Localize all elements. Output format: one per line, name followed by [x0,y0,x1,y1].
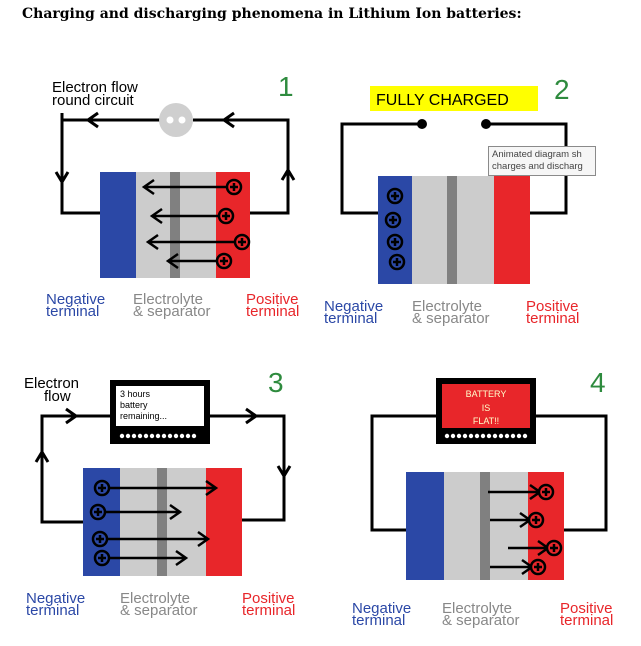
separator [447,176,457,284]
diagram-panel-3: 3 Electron flow 3 hours battery remainin… [24,367,295,619]
circuit-caption: flow [44,388,71,405]
panel-number: 3 [268,367,284,398]
laptop-screen-text: remaining... [120,411,167,421]
electrolyte-label: & separator [442,612,520,629]
laptop-screen-text: BATTERY [466,389,507,399]
switch-contact [417,119,427,129]
diagram-panel-4: 4 BATTERY IS FLAT!! Negative terminal El… [352,367,613,629]
panel-number: 2 [554,74,570,105]
positive-terminal-label: terminal [560,612,613,629]
laptop-device: 3 hours battery remaining... [110,380,210,444]
ion-group [488,483,563,576]
load-device-icon [159,103,193,137]
circuit-caption: Electron flow [52,79,138,96]
positive-terminal-label: Positive [560,600,613,617]
diagram-panel-1: 1 Electron flow round circuit Negative t… [46,71,299,320]
laptop-screen-text: IS [482,403,491,413]
electrolyte-label: & separator [133,303,211,320]
page-title: Charging and discharging phenomena in Li… [22,6,522,22]
arrow-up-icon [280,167,296,181]
positive-terminal-label: Positive [242,590,295,607]
electrolyte-label: Electrolyte [412,298,482,315]
negative-electrode [406,472,444,580]
arrow-down-icon [54,171,70,185]
electrolyte-label: Electrolyte [442,600,512,617]
negative-terminal-label: terminal [26,602,79,619]
ion-group [384,187,406,271]
panel-number: 4 [590,367,606,398]
positive-terminal-label: terminal [242,602,295,619]
arrow-right-icon [65,407,79,425]
negative-terminal-label: Negative [352,600,411,617]
tooltip-text: charges and discharg [492,161,583,172]
electrolyte-label: & separator [412,310,490,327]
electrolyte-label: & separator [120,602,198,619]
circuit-caption: round circuit [52,92,135,109]
arrow-left-icon [85,111,99,129]
arrow-up-icon [34,449,50,463]
circuit-wire [60,113,290,215]
negative-terminal-label: Negative [46,291,105,308]
negative-terminal-label: terminal [46,303,99,320]
diagram-panel-2: 2 FULLY CHARGED Negative terminal Electr… [324,74,579,327]
positive-terminal-label: Positive [246,291,299,308]
positive-terminal-label: Positive [526,298,579,315]
ion-group [141,178,251,270]
separator [157,468,167,576]
switch-contact [481,119,491,129]
separator [170,172,180,278]
negative-electrode [100,172,136,278]
status-banner [370,86,538,111]
panel-number: 1 [278,71,294,102]
electrolyte-label: Electrolyte [120,590,190,607]
laptop-device: BATTERY IS FLAT!! [436,378,536,444]
arrow-down-icon [276,465,292,479]
positive-terminal-label: terminal [526,310,579,327]
positive-terminal-label: terminal [246,303,299,320]
circuit-caption: Electron [24,375,79,392]
arrow-right-icon [245,407,259,425]
status-text: FULLY CHARGED [376,92,509,109]
electrolyte-label: Electrolyte [133,291,203,308]
laptop-screen-text: battery [120,400,148,410]
tooltip: Animated diagram sh charges and discharg [488,146,596,176]
separator [480,472,490,580]
ion-group [89,479,219,567]
laptop-screen-text: FLAT!! [473,416,499,426]
tooltip-text: Animated diagram sh [492,149,582,160]
negative-terminal-label: terminal [352,612,405,629]
negative-terminal-label: Negative [26,590,85,607]
laptop-screen-text: 3 hours [120,389,151,399]
circuit-wire [370,414,608,532]
positive-electrode [494,176,530,284]
negative-terminal-label: terminal [324,310,377,327]
negative-terminal-label: Negative [324,298,383,315]
arrow-left-icon [221,111,235,129]
